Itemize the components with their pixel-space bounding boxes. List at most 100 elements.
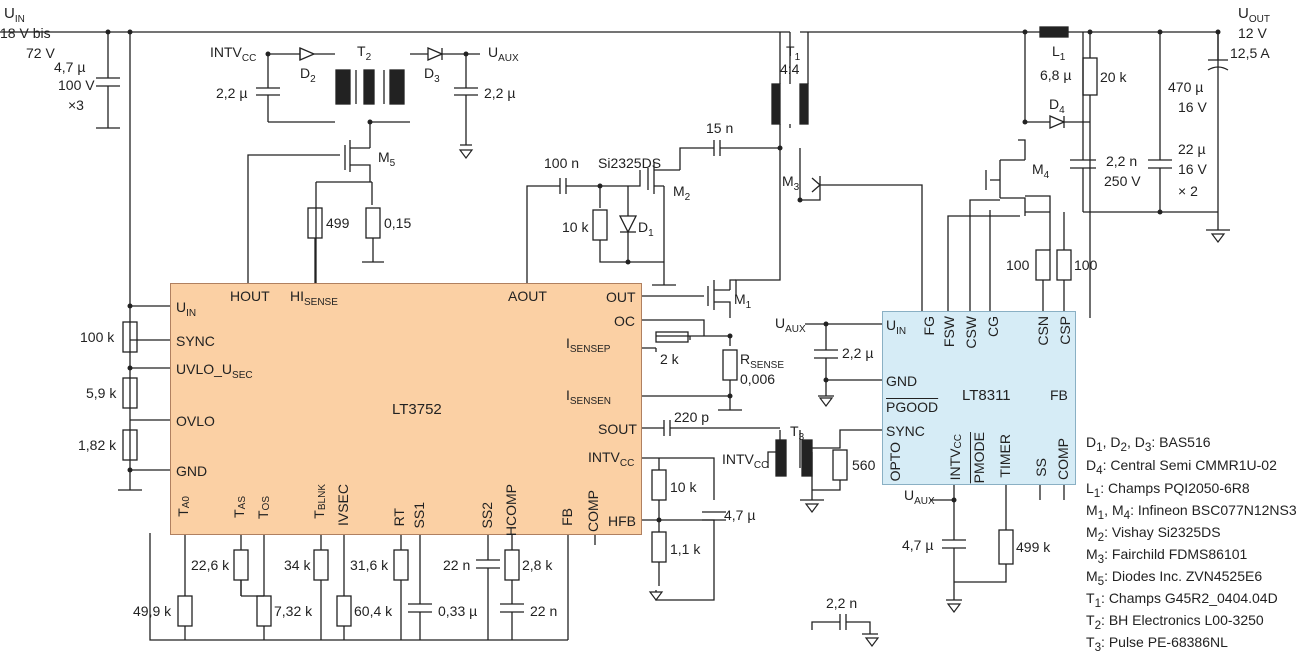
c22u-lt8311-label: 2,2 µ [842,345,874,361]
lt3752-chip [170,283,642,535]
lt8311-pin-csp: CSP [1057,316,1073,345]
lt8311-pin-csn: CSN [1035,316,1051,346]
d3-label: D3 [424,65,440,85]
r499k-ta0-label: 49,9 k [133,603,172,619]
c15n-label: 15 n [706,120,734,136]
c22n-bottom-label: 2,2 n [826,595,858,611]
lt8311-pin-uin: UIN [886,317,907,337]
c47u-bottom-label: 4,7 µ [902,537,934,553]
cap-t2-right: 2,2 µ [484,85,516,101]
lt3752-pin-uin: UIN [176,299,197,319]
r732k-label: 7,32 k [274,603,313,619]
r28k-label: 2,8 k [522,557,553,573]
d1-label: D1 [638,219,654,239]
lt3752-pin-hcomp: HCOMP [503,484,519,537]
bom-line-l1: L1: Champs PQI2050-6R8 [1086,480,1250,500]
r560-label: 560 [852,457,876,473]
r226k-label: 22,6 k [191,557,230,573]
rsense-label: RSENSE [740,351,785,371]
uin-label: UIN [4,5,25,25]
lt8311-pin-gnd: GND [886,373,918,389]
lt8311-name: LT8311 [962,387,1011,404]
lt8311-pin-fg: FG [921,316,937,336]
cout-value: 470 µ [1168,79,1204,95]
r34k-label: 34 k [284,557,311,573]
t2-label: T2 [357,43,372,63]
r499-label: 499 [326,215,350,231]
c033u-label: 0,33 µ [438,603,478,619]
r100b-label: 100 [1074,257,1098,273]
m4-label: M4 [1032,161,1050,181]
bom-line-m5: M5: Diodes Inc. ZVN4525E6 [1086,568,1263,588]
lt3752-pin-hfb: HFB [608,513,636,529]
bom-line-m1-m4: M1, M4: Infineon BSC077N12NS3 [1086,502,1297,522]
r015-label: 0,15 [384,215,412,231]
lt3752-pin-sout: SOUT [598,421,637,437]
lt3752-pin-aout: AOUT [508,288,547,304]
lt3752-pin-uvlo: UVLO_USEC [176,361,253,381]
m5-label: M5 [378,149,396,169]
lt3752-pin-sync: SYNC [176,333,215,349]
r10k-d1-label: 10 k [562,219,589,235]
lt8311-pin-csw: CSW [963,316,979,349]
lt3752-pin-isensep: ISENSEP [566,335,611,355]
r182k-label: 1,82 k [78,437,117,453]
lt3752-pin-intvcc: INTVCC [588,449,635,469]
c22u-voltage: 16 V [1178,161,1207,177]
lt8311-pin-fb: FB [1050,387,1068,403]
r59k-label: 5,9 k [86,385,117,401]
m1-label: M1 [734,291,752,311]
lt3752-pin-tblnk: TBLNK [311,484,328,519]
intvcc-top-label: INTVCC [210,44,257,64]
intvcc-mid-label: INTVCC [722,451,769,471]
lt3752-pin-fb: FB [559,508,575,526]
lt3752-pin-ss1: SS1 [411,502,427,529]
c22n-ss2-label: 22 n [443,557,471,573]
uin-range-1: 18 V bis [0,25,51,41]
c22u-label: 22 µ [1178,141,1206,157]
lt3752-pin-ta0: TA0 [175,496,192,517]
c22n-label: 2,2 n [1106,153,1138,169]
lt8311-pin-ss: SS [1033,458,1049,477]
cout-voltage: 16 V [1178,99,1207,115]
lt3752-pin-tas: TAS [231,496,248,518]
lt3752-name: LT3752 [392,401,442,418]
m3-label: M3 [782,173,800,193]
lt3752-pin-rt: RT [391,508,407,527]
lt3752-pin-tos: TOS [255,496,272,520]
lt8311-pin-fsw: FSW [941,316,957,348]
lt8311-pin-comp: COMP [1055,438,1071,480]
bom-line-t3: T3: Pulse PE-68386NL [1086,634,1228,654]
lt3752-pin-comp: COMP [585,490,601,532]
lt8311-pin-pmode: PMODE [971,432,987,484]
r100a-label: 100 [1006,257,1030,273]
rsense-value: 0,006 [740,371,776,387]
bom-line-t2: T2: BH Electronics L00-3250 [1086,612,1264,632]
r604k-label: 60,4 k [354,603,393,619]
uout-voltage: 12 V [1238,25,1267,41]
d2-label: D2 [300,65,316,85]
uaux-top-label: UAUX [488,44,519,64]
cap-t2-left: 2,2 µ [216,85,248,101]
l1-value: 6,8 µ [1040,67,1072,83]
lt3752-pin-ss2: SS2 [479,502,495,529]
lt8311-pin-cg: CG [985,316,1001,337]
lt3752-pin-out: OUT [606,289,636,305]
r2k-label: 2 k [660,351,679,367]
lt3752-pin-isensen: ISENSEN [566,387,612,407]
lt3752-pin-oc: OC [614,313,635,329]
bom-line-m3: M3: Fairchild FDMS86101 [1086,546,1248,566]
lt8311-chip [882,311,1076,485]
lt3752-pin-gnd: GND [176,463,208,479]
lt8311-pin-timer: TIMER [997,434,1013,478]
c100n-label: 100 n [544,155,580,171]
d4-label: D4 [1049,96,1065,116]
m2-label: M2 [673,183,691,203]
uout-label: UOUT [1238,5,1270,25]
si2325-label: Si2325DS [598,155,662,171]
bom-line-m2: M2: Vishay Si2325DS [1086,524,1221,544]
c22u-count: × 2 [1178,183,1198,199]
r316k-label: 31,6 k [350,557,389,573]
t1-ratio: 4:4 [780,61,800,77]
